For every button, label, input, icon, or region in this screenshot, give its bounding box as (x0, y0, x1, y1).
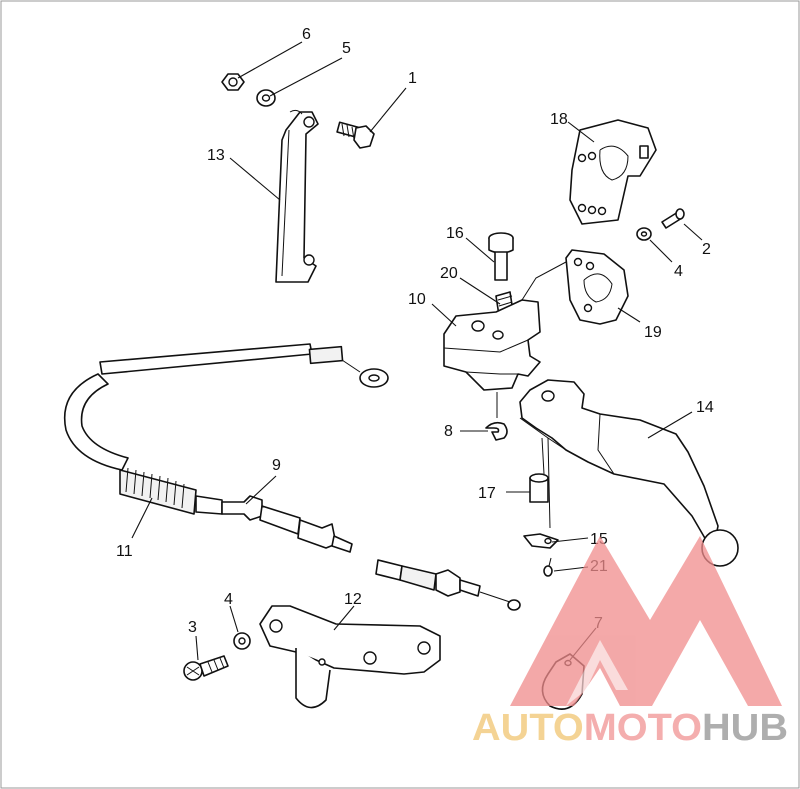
part-1-bolt (336, 121, 375, 149)
part-12-cable-bracket (259, 605, 441, 709)
callout-10: 10 (408, 291, 426, 308)
part-17-pin (529, 437, 551, 529)
callout-2: 2 (702, 241, 711, 258)
part-2-screw (661, 208, 685, 229)
part-9-cable-adjuster (221, 495, 353, 553)
callout-1: 1 (408, 70, 417, 87)
callout-20: 20 (440, 265, 458, 282)
part-14-hand-lever (519, 379, 739, 567)
watermark-inner-triangle-icon (566, 640, 628, 706)
callout-9: 9 (272, 457, 281, 474)
callout-11: 11 (116, 543, 133, 560)
callout-5: 5 (342, 40, 351, 57)
part-4-washer-lower (233, 632, 251, 650)
part-21-screw (543, 557, 553, 577)
callout-4-lower: 4 (224, 591, 233, 608)
part-4-washer-upper (636, 227, 652, 241)
callout-12: 12 (344, 591, 362, 608)
callout-16: 16 (446, 225, 464, 242)
callout-3: 3 (188, 619, 197, 636)
leader-lines (131, 41, 703, 661)
part-10-lever-housing (443, 261, 567, 391)
automotohub-watermark-logo (510, 536, 782, 706)
part-5-washer (256, 89, 276, 107)
part-15-switch-tab (523, 533, 559, 549)
callout-19: 19 (644, 324, 662, 341)
callout-6: 6 (302, 26, 311, 43)
watermark-triangle-icon (510, 536, 782, 706)
cable-inner-end (375, 559, 521, 611)
callout-4-upper: 4 (674, 263, 683, 280)
callout-18: 18 (550, 111, 568, 128)
part-3-screw (183, 655, 229, 681)
watermark-text-moto: MOTO (584, 707, 702, 749)
part-16-pivot-pin (488, 232, 514, 281)
watermark-text-hub: HUB (702, 707, 788, 749)
part-19-clamp (565, 249, 629, 325)
callout-14: 14 (696, 399, 714, 416)
watermark-text-auto: AUTO (472, 707, 584, 749)
part-18-clamp (569, 119, 657, 225)
callout-17: 17 (478, 485, 496, 502)
callout-13: 13 (207, 147, 225, 164)
callout-8: 8 (444, 423, 453, 440)
part-8-clip (485, 392, 508, 441)
part-13-bracket (275, 109, 319, 283)
